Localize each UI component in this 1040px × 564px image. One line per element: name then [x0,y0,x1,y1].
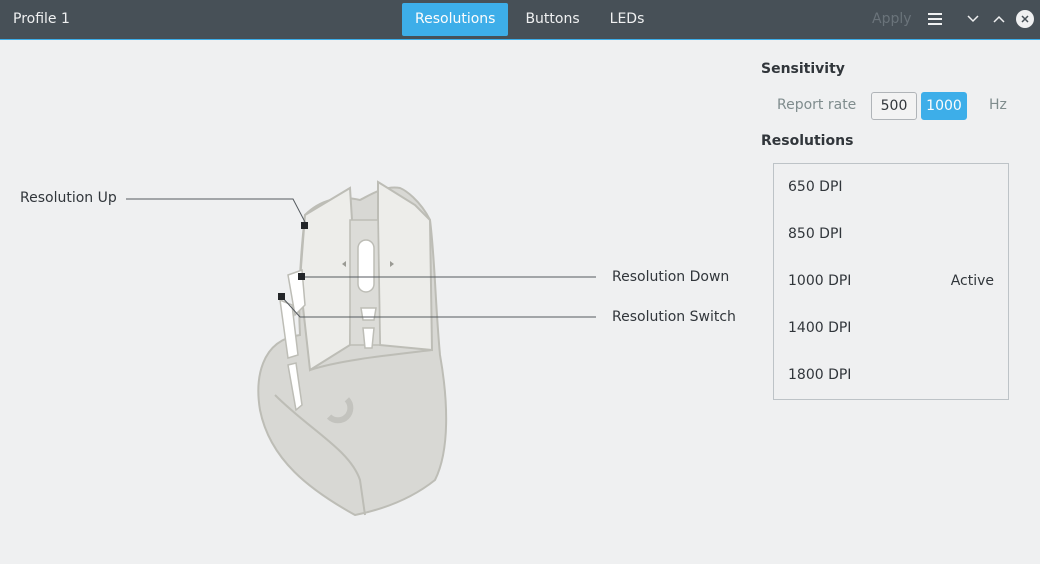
mouse-diagram [257,180,448,517]
callout-resolution-switch: Resolution Switch [612,309,736,325]
close-icon[interactable] [1014,8,1036,30]
dpi-status-active: Active [950,273,994,289]
callout-resolution-down: Resolution Down [612,269,730,285]
hz-unit-label: Hz [989,97,1007,113]
tab-resolutions[interactable]: Resolutions [402,3,509,36]
dpi-value: 850 DPI [788,226,843,242]
resolution-list: 650 DPI 850 DPI 1000 DPI Active 1400 DPI… [773,163,1009,400]
marker-resolution-down [298,273,305,280]
callout-resolution-up: Resolution Up [20,190,117,206]
scroll-wheel-shape [357,239,375,293]
dpi-value: 1000 DPI [788,273,852,289]
profile-title[interactable]: Profile 1 [13,11,70,27]
side-button-shape [287,268,306,317]
apply-button[interactable]: Apply [872,11,912,27]
resolution-row-1000[interactable]: 1000 DPI Active [774,258,1008,305]
resolution-row-1400[interactable]: 1400 DPI [774,305,1008,352]
chevron-down-icon[interactable] [962,8,984,30]
chevron-up-icon[interactable] [988,8,1010,30]
resolutions-heading: Resolutions [761,133,854,149]
report-rate-label: Report rate [777,97,857,113]
rate-1000-button[interactable]: 1000 [921,92,967,120]
dpi-value: 1400 DPI [788,320,852,336]
resolution-row-850[interactable]: 850 DPI [774,211,1008,258]
marker-resolution-switch [278,293,285,300]
header-bar: Profile 1 Resolutions Buttons LEDs Apply [0,0,1040,40]
tab-leds[interactable]: LEDs [609,11,645,27]
sensitivity-heading: Sensitivity [761,61,845,77]
marker-resolution-up [301,222,308,229]
resolution-row-1800[interactable]: 1800 DPI [774,352,1008,399]
tab-buttons[interactable]: Buttons [525,11,580,27]
logo-mark [326,397,354,424]
rate-500-button[interactable]: 500 [871,92,917,120]
dpi-value: 1800 DPI [788,367,852,383]
dpi-value: 650 DPI [788,179,843,195]
resolution-row-650[interactable]: 650 DPI [774,164,1008,211]
tab-bar: Resolutions Buttons LEDs [402,3,657,36]
hamburger-menu-icon[interactable] [924,8,946,30]
